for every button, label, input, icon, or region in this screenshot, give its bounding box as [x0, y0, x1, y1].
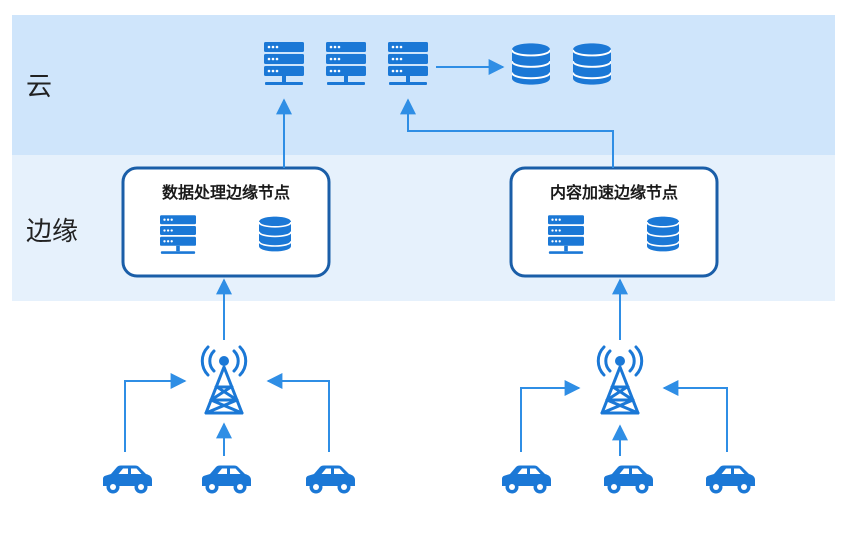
right-node-title: 内容加速边缘节点 [550, 183, 678, 202]
right-car-icon-1 [502, 465, 551, 494]
right-node-database-icon [647, 215, 679, 253]
left-car-3-arrow [266, 373, 330, 452]
left-car-1-arrow [124, 373, 187, 452]
left-car-icon-2 [202, 465, 251, 494]
right-car-icon-3 [706, 465, 755, 494]
right-car-icon-2 [604, 465, 653, 494]
right-car-1-arrow [520, 380, 581, 452]
left-node-title: 数据处理边缘节点 [162, 183, 290, 202]
left-node-database-icon [259, 215, 291, 253]
right-car-3-arrow [662, 380, 728, 452]
cloud-database-icon-1 [512, 42, 550, 86]
left-car-icon-1 [103, 465, 152, 494]
cloud-database-icon-2 [573, 42, 611, 86]
left-car-icon-3 [306, 465, 355, 494]
right-node-to-cloud-arrow [400, 98, 614, 168]
right-cell-tower-icon [596, 345, 644, 415]
left-cell-tower-icon [200, 345, 248, 415]
cloud-tier-label: 云 [26, 72, 52, 102]
edge-tier-label: 边缘 [26, 217, 78, 247]
